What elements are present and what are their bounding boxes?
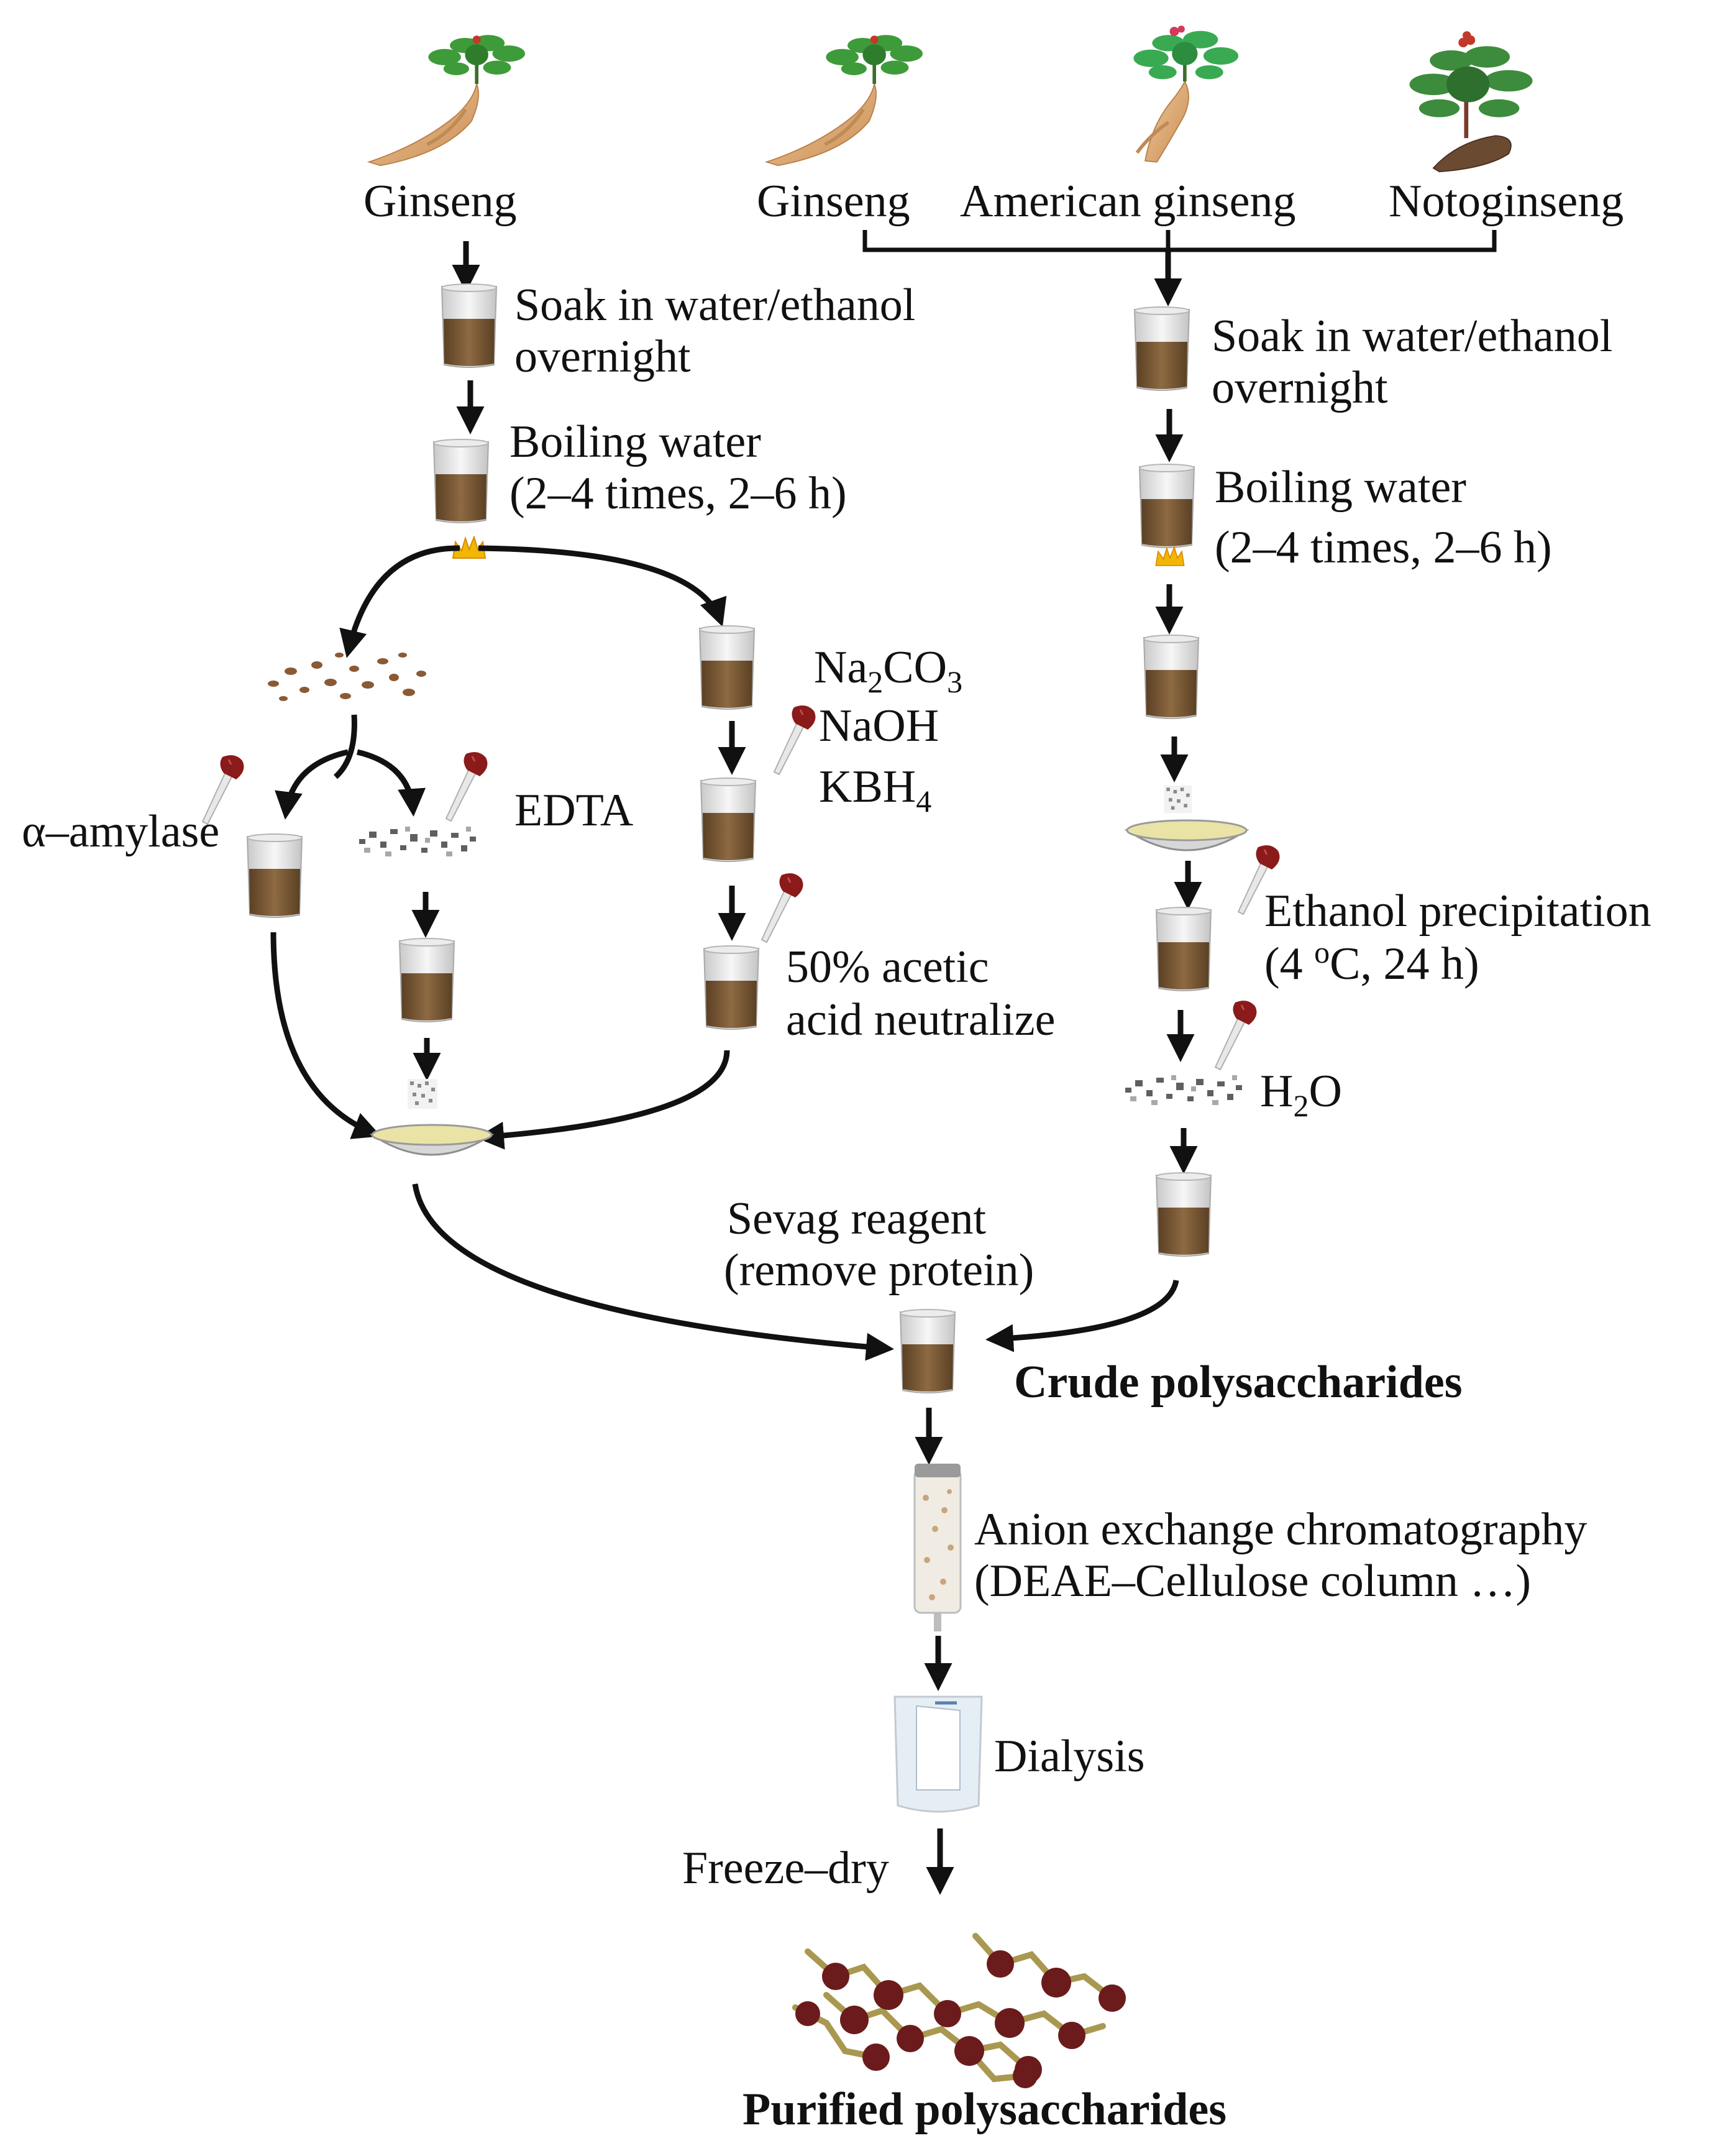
notoginseng-plant-icon: [1409, 31, 1532, 172]
beaker-icon: [433, 439, 489, 523]
edta-label: EDTA: [514, 785, 633, 836]
dropper-icon: [773, 704, 816, 776]
arrow: [270, 932, 381, 1139]
arrow: [476, 1050, 730, 1150]
arrow: [478, 545, 727, 627]
purified-polysaccharides-label: Purified polysaccharides: [742, 2084, 1227, 2135]
sevag-label-2: (remove protein): [724, 1245, 1034, 1296]
left-boil-label-2: (2–4 times, 2–6 h): [509, 468, 847, 519]
powder-icon: [408, 1079, 437, 1109]
notoginseng-label: Notoginseng: [1389, 176, 1624, 227]
beaker-icon: [900, 1309, 956, 1393]
dialysis-label: Dialysis: [994, 1731, 1145, 1782]
ethanol-label-2: (4 oC, 24 h): [1264, 935, 1479, 989]
na2co3-label: Na2CO3: [814, 642, 962, 699]
beaker-icon: [399, 938, 455, 1022]
beaker-icon: [247, 833, 303, 918]
polysaccharide-network-icon: [792, 1933, 1126, 2088]
powder-icon: [268, 653, 426, 701]
american-ginseng-plant-icon: [1133, 25, 1238, 162]
beaker-icon: [1134, 306, 1190, 391]
left-ginseng-label: Ginseng: [363, 176, 517, 227]
crude-polysaccharides-label: Crude polysaccharides: [1014, 1357, 1463, 1408]
arrow: [985, 1280, 1179, 1352]
ethanol-label-1: Ethanol precipitation: [1264, 886, 1651, 937]
acetic-label-1: 50% acetic: [786, 942, 989, 993]
arrow: [275, 749, 349, 820]
fork-stem: [333, 714, 357, 779]
ginseng-plant-icon: [369, 35, 525, 165]
anion-exchange-label-2: (DEAE–Cellulose column …): [974, 1556, 1531, 1607]
sevag-label-1: Sevag reagent: [727, 1193, 987, 1244]
arrow: [412, 1183, 894, 1361]
powder-icon: [359, 827, 476, 856]
source-bracket: [862, 230, 1497, 252]
right-boil-label-1: Boiling water: [1215, 462, 1466, 513]
left-soak-label-1: Soak in water/ethanol: [514, 280, 915, 331]
arrow: [339, 545, 460, 658]
arrow: [356, 749, 426, 817]
beaker-icon: [700, 778, 756, 862]
american-ginseng-label: American ginseng: [960, 176, 1295, 227]
evaporating-dish-icon: [1126, 819, 1248, 851]
dropper-icon: [445, 751, 488, 822]
beaker-icon: [699, 625, 755, 710]
naoh-label: NaOH: [819, 700, 939, 751]
right-ginseng-label: Ginseng: [757, 176, 910, 227]
acetic-label-2: acid neutralize: [786, 994, 1055, 1045]
flame-icon: [1155, 546, 1185, 566]
beaker-icon: [1156, 1172, 1212, 1257]
water-label: H2O: [1260, 1066, 1342, 1123]
beaker-icon: [1143, 635, 1199, 719]
freeze-dry-label: Freeze–dry: [682, 1843, 889, 1894]
right-boil-label-2: (2–4 times, 2–6 h): [1215, 522, 1552, 573]
beaker-icon: [1139, 464, 1195, 548]
right-soak-label-2: overnight: [1212, 362, 1388, 413]
left-boil-label-1: Boiling water: [509, 416, 761, 467]
dialysis-bag-icon: [893, 1695, 983, 1813]
beaker-icon: [703, 945, 759, 1030]
alpha-amylase-label: α–amylase: [22, 806, 219, 857]
right-soak-label-1: Soak in water/ethanol: [1212, 311, 1612, 362]
kbh4-label: KBH4: [819, 761, 931, 819]
dropper-icon: [1214, 999, 1258, 1071]
dropper-icon: [761, 872, 804, 943]
evaporating-dish-icon: [371, 1124, 493, 1156]
beaker-icon: [441, 283, 497, 368]
powder-icon: [1164, 785, 1192, 814]
beaker-icon: [1156, 907, 1212, 991]
left-soak-label-2: overnight: [514, 331, 691, 382]
anion-exchange-label-1: Anion exchange chromatography: [974, 1504, 1587, 1555]
chromatography-column-icon: [913, 1464, 962, 1631]
powder-icon: [1125, 1075, 1242, 1105]
ginseng-plant-icon: [767, 35, 923, 165]
